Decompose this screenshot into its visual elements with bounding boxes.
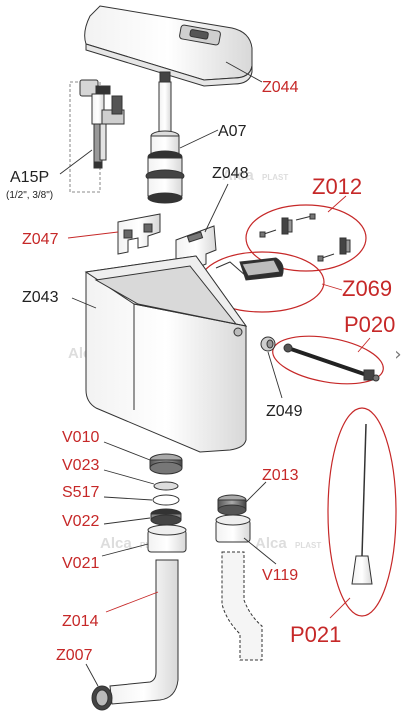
p020-callout-oval: [272, 335, 384, 385]
label-v023: V023: [62, 457, 99, 474]
label-z048: Z048: [212, 165, 249, 182]
label-z044: Z044: [262, 79, 299, 96]
svg-text:PLAST: PLAST: [295, 541, 321, 550]
p021-callout-oval: [327, 407, 397, 617]
label-z013: Z013: [262, 467, 299, 484]
label-v021: V021: [62, 555, 99, 572]
label-p021: P021: [290, 622, 341, 647]
label-z007: Z007: [56, 647, 93, 664]
label-p020: P020: [344, 312, 395, 337]
tank-body-part: [84, 255, 248, 453]
flush-pipe-part: [91, 524, 187, 711]
label-v022: V022: [62, 513, 99, 530]
screw-set-part: [259, 213, 351, 262]
label-v119: V119: [262, 567, 298, 584]
label-s517: S517: [62, 484, 99, 501]
label-z047: Z047: [22, 231, 59, 248]
label-v010: V010: [62, 429, 99, 446]
label-a15p-sizes: (1/2", 3/8"): [6, 190, 53, 201]
label-z069: Z069: [342, 276, 392, 301]
flush-valve-part: [145, 71, 185, 204]
flush-lever-part: [283, 343, 380, 382]
label-a15p: A15P: [10, 169, 49, 186]
fill-valve-part: [79, 79, 125, 169]
flush-button-part: [215, 257, 284, 281]
float-rod-part: [351, 423, 373, 585]
svg-text:Alca: Alca: [100, 535, 132, 552]
tank-lid-part: [84, 5, 253, 87]
z012-callout-oval: [245, 204, 367, 272]
svg-text:PLAST: PLAST: [262, 173, 288, 182]
side-plug-part: [260, 336, 276, 352]
label-z014: Z014: [62, 613, 99, 630]
label-z043: Z043: [22, 289, 59, 306]
nut-stack-part: [149, 453, 183, 526]
label-z049: Z049: [266, 403, 303, 420]
label-z012: Z012: [312, 174, 362, 199]
next-image-arrow-icon[interactable]: ›: [394, 344, 402, 365]
svg-text:Alca: Alca: [255, 535, 287, 552]
valve-bracket-part: [117, 213, 161, 255]
label-a07: A07: [218, 123, 247, 140]
svg-text:Alca: Alca: [222, 167, 254, 184]
alt-pipe-part: [215, 494, 263, 661]
